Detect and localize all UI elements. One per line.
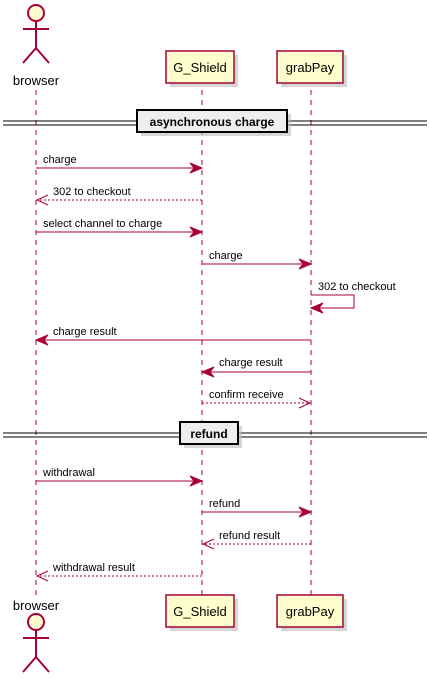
message-label: charge [209, 250, 243, 262]
participant-label: grabPay [286, 60, 335, 75]
message-label: select channel to charge [43, 218, 162, 230]
participant-label: G_Shield [173, 604, 226, 619]
message-select-channel: select channel to charge [36, 218, 204, 238]
divider-async: asynchronous charge [3, 109, 427, 136]
message-label: refund [209, 498, 240, 510]
message-charge-result-browser: charge result [34, 326, 311, 346]
actor-browser-top: browser [13, 4, 60, 88]
message-charge: charge [36, 154, 204, 174]
message-302-to-checkout: 302 to checkout [35, 186, 202, 206]
message-label: charge [43, 154, 77, 166]
actor-label-bottom: browser [13, 598, 60, 613]
message-withdrawal-result: withdrawal result [35, 562, 202, 582]
message-refund-result: refund result [201, 530, 311, 550]
actor-label-top: browser [13, 73, 60, 88]
actor-browser-bottom: browser [13, 598, 60, 673]
divider-refund: refund [3, 421, 427, 448]
message-label: charge result [53, 326, 117, 338]
message-label: charge result [219, 357, 283, 369]
message-confirm-receive: confirm receive [202, 389, 312, 409]
participant-grabpay-bottom: grabPay [276, 594, 347, 631]
message-refund: refund [202, 498, 313, 518]
message-label: 302 to checkout [53, 186, 131, 198]
divider-label: refund [190, 427, 227, 441]
message-label: refund result [219, 530, 280, 542]
message-label: withdrawal result [52, 562, 135, 574]
participant-shield-top: G_Shield [165, 50, 238, 87]
message-label: withdrawal [42, 467, 95, 479]
message-self-302: 302 to checkout [309, 281, 396, 314]
message-charge-grabpay: charge [202, 250, 313, 270]
participant-grabpay-top: grabPay [276, 50, 347, 87]
message-charge-result-shield: charge result [200, 357, 311, 378]
divider-label: asynchronous charge [150, 115, 275, 129]
participant-label: grabPay [286, 604, 335, 619]
message-withdrawal: withdrawal [36, 467, 204, 487]
participant-shield-bottom: G_Shield [165, 594, 238, 631]
message-label: confirm receive [209, 389, 284, 401]
message-label: 302 to checkout [318, 281, 396, 293]
participant-label: G_Shield [173, 60, 226, 75]
